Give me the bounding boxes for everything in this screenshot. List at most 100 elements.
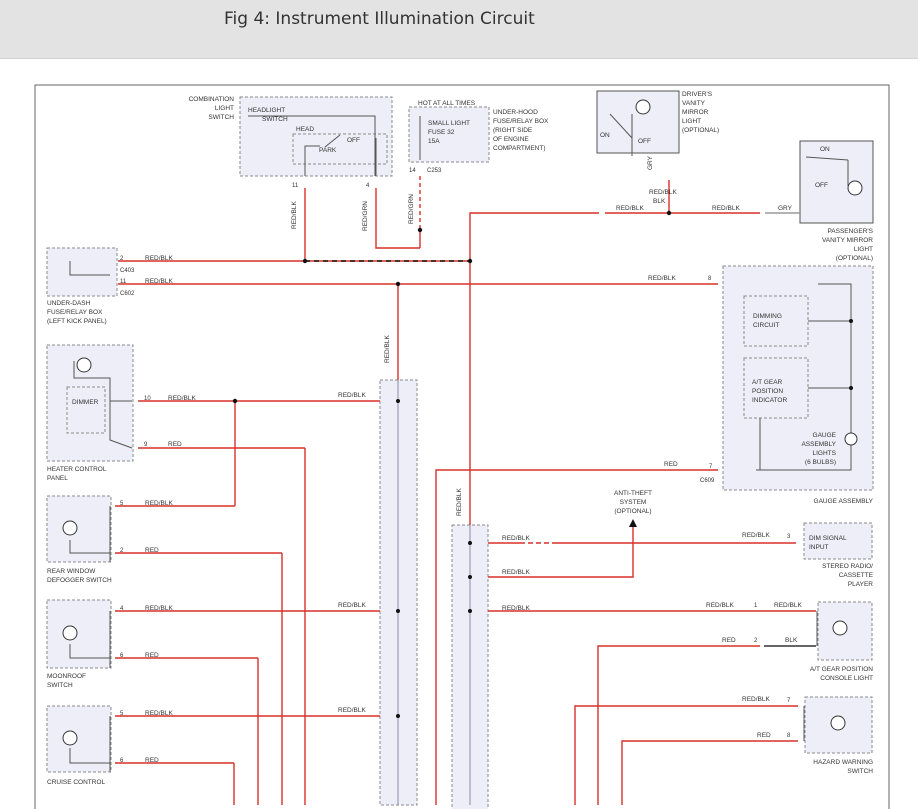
red-cruise: RED [145,757,159,764]
small-light-fuse-label-1: SMALL LIGHT [428,120,470,127]
red-heater: RED [168,441,182,448]
passenger-mirror-box [799,140,874,224]
red-hazard: RED [757,732,771,739]
stereo-label-2: CASSETTE [839,572,874,579]
rear-def-label-1: REAR WINDOW [47,568,96,575]
anti-theft-label-2: SYSTEM [620,499,647,506]
moonroof-box [46,599,112,669]
cruise-bulb-icon [62,730,78,746]
passenger-mirror-label-1: PASSENGER'S [827,228,873,235]
red-blk-cruise: RED/BLK [145,710,173,717]
driver-mirror-box [596,90,680,154]
cruise-label: CRUISE CONTROL [47,779,106,786]
gauge-lights-label-4: (6 BULBS) [805,459,836,466]
driver-mirror-label-4: LIGHT [682,118,701,125]
red-blk-console-1: RED/BLK [706,602,734,609]
red-blk-label-top-2: RED/BLK [712,205,740,212]
red-moonroof: RED [145,652,159,659]
pin-9-heater: 9 [144,442,148,448]
underdash-label-1: UNDER-DASH [47,300,91,307]
small-light-fuse-label-2: FUSE 32 [428,129,455,136]
pin-8-hazard: 8 [787,733,791,739]
driver-mirror-label-3: MIRROR [682,109,709,116]
red-blk-vertical-1: RED/BLK [291,201,298,229]
hazard-label-2: SWITCH [847,768,873,775]
red-blk-right-611: RED/BLK [502,605,530,612]
red-blk-c602: RED/BLK [145,278,173,285]
stereo-label-1: STEREO RADIO/ [822,563,873,570]
red-blk-vertical-2: RED/BLK [384,335,391,363]
passenger-mirror-off-label: OFF [815,182,828,189]
passenger-mirror-bulb-icon [847,180,863,196]
driver-mirror-label-2: VANITY [682,100,706,107]
at-gear-indicator-box [743,357,809,419]
rear-defogger-box [46,495,112,563]
at-console-bulb-icon [832,620,848,636]
gauge-lights-label-3: LIGHTS [813,450,837,457]
red-blk-console-2: RED/BLK [774,602,802,609]
gauge-lights-label-2: ASSEMBLY [801,441,836,448]
component-boxes [46,96,874,809]
red-blk-vertical-3: RED/BLK [456,488,463,516]
pin-5-cruise: 5 [120,711,124,717]
underhood-label-5: COMPARTMENT) [493,145,545,152]
passenger-mirror-on-label: ON [820,146,830,153]
anti-theft-label-3: (OPTIONAL) [614,508,651,515]
underhood-label-4: OF ENGINE [493,136,529,143]
hazard-bulb-icon [830,715,846,731]
red-console: RED [722,637,736,644]
underdash-fuse-box [46,247,118,297]
gauge-assembly-label: GAUGE ASSEMBLY [814,498,874,505]
small-light-fuse-label-3: 15A [428,138,440,145]
driver-mirror-bulb-icon [635,99,651,115]
pin-14-label: 14 [409,168,416,174]
other-wires [305,212,816,805]
dimmer-label: DIMMER [72,399,99,406]
rear-def-label-2: DEFOGGER SWITCH [47,577,112,584]
c403-label: C403 [120,268,135,274]
head-label: HEAD [296,126,314,133]
c609-label: C609 [700,478,715,484]
c253-label: C253 [427,168,442,174]
dimmer-box [66,386,106,434]
heater-bulb-icon [76,357,92,373]
gry-label-1: GRY [647,155,654,170]
cruise-box [46,705,112,773]
red-blk-gauge-8: RED/BLK [648,275,676,282]
driver-mirror-label-5: (OPTIONAL) [682,127,719,134]
hot-at-all-times-label: HOT AT ALL TIMES [418,100,476,107]
gry-label-2: GRY [778,205,793,212]
moonroof-label-2: SWITCH [47,682,73,689]
pin-2-console: 2 [754,638,758,644]
gauge-lights-label-1: GAUGE [813,432,837,439]
dimming-label-1: DIMMING [753,313,782,320]
red-blk-stereo-1: RED/BLK [502,535,530,542]
passenger-mirror-label-4: (OPTIONAL) [836,255,873,262]
underhood-label-2: FUSE/RELAY BOX [493,118,549,125]
pin-1-console: 1 [754,603,758,609]
red-blk-anti-theft: RED/BLK [502,569,530,576]
pin-4-moonroof: 4 [120,606,124,612]
underdash-label-2: FUSE/RELAY BOX [47,309,103,316]
red-blk-label-mirror: RED/BLK [649,189,677,196]
rear-defogger-bulb-icon [62,520,78,536]
red-blk-c403: RED/BLK [145,255,173,262]
page-title: Fig 4: Instrument Illumination Circuit [224,9,535,29]
labels: COMBINATION LIGHT SWITCH HEADLIGHT SWITC… [47,91,874,786]
red-rear-def: RED [145,547,159,554]
driver-mirror-on-label: ON [600,132,610,139]
pin-11-c602: 11 [120,279,127,285]
red-blk-left-block-3: RED/BLK [338,707,366,714]
heater-label-2: PANEL [47,475,68,482]
pin-3-stereo: 3 [787,534,791,540]
off-label: OFF [347,137,360,144]
underhood-fuse-box [408,106,490,163]
passenger-mirror-label-3: LIGHT [854,246,873,253]
solid-component-boxes [596,90,874,224]
passenger-mirror-label-2: VANITY MIRROR [822,237,873,244]
combination-switch-label-2: LIGHT [215,105,234,112]
hazard-label-1: HAZARD WARNING [813,759,873,766]
bulb-icons [62,99,863,746]
driver-mirror-off-label: OFF [638,138,651,145]
